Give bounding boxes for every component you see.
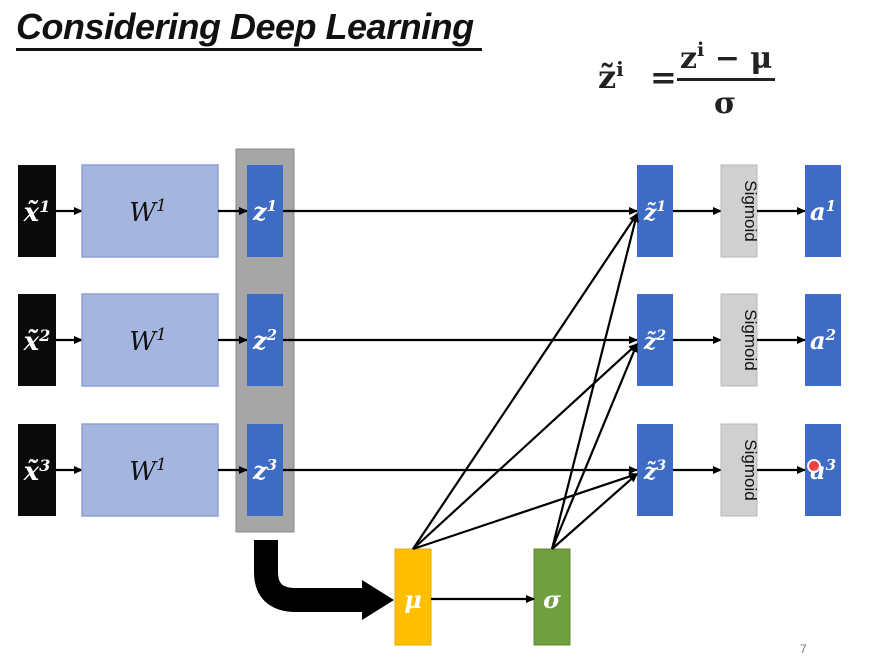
output-node-2: a2 (805, 294, 841, 386)
svg-text:z̃i: z̃i (598, 57, 624, 96)
sigmoid-label-3: Sigmoid (741, 439, 760, 500)
sigma-node: σ (533, 548, 571, 646)
z-node-2: z2 (247, 294, 283, 386)
svg-text:z̃3: z̃3 (643, 458, 667, 485)
svg-text:a1: a1 (810, 197, 836, 226)
slide-title: Considering Deep Learning (16, 6, 474, 47)
svg-text:x̃2: x̃2 (23, 326, 51, 357)
formula-equals: = (650, 58, 677, 96)
sigmoid-label-2: Sigmoid (741, 309, 760, 370)
svg-text:x̃1: x̃1 (23, 197, 51, 228)
row-1: x̃1 W1 z1 z̃1 Sigmoid a1 (18, 164, 841, 258)
formula-lhs: z̃ (598, 58, 616, 96)
formula-num-rest: − μ (704, 41, 772, 76)
z-node-3: z3 (247, 424, 283, 516)
svg-text:zi − μ: zi − μ (680, 39, 772, 76)
znorm-node-2: z̃2 (637, 294, 673, 386)
input-node-1: x̃1 (18, 165, 56, 257)
svg-text:z̃1: z̃1 (643, 199, 666, 226)
input-node-3: x̃3 (18, 424, 56, 516)
svg-text:z2: z2 (252, 326, 277, 355)
input-node-2: x̃2 (18, 294, 56, 386)
sigmoid-box-1: Sigmoid (720, 164, 760, 258)
weight-box-2: W1 (81, 293, 219, 387)
mu-label: μ (404, 585, 422, 614)
sigmoid-box-3: Sigmoid (720, 423, 760, 517)
formula-denominator: σ (714, 86, 736, 121)
output-node-1: a1 (805, 165, 841, 257)
normalization-formula: z̃i = zi − μ σ (598, 39, 775, 121)
curved-arrow-to-mu (254, 540, 394, 620)
weight-box-3: W1 (81, 423, 219, 517)
svg-text:W1: W1 (129, 455, 167, 487)
z-node-1: z1 (247, 165, 283, 257)
znorm-node-1: z̃1 (637, 165, 673, 257)
svg-text:z1: z1 (252, 197, 277, 226)
cursor-dot (807, 459, 821, 473)
page-number: 7 (800, 642, 807, 656)
svg-text:W1: W1 (129, 325, 167, 357)
sigma-label: σ (543, 585, 561, 614)
formula-fraction-bar (677, 78, 775, 81)
weight-box-1: W1 (81, 164, 219, 258)
formula-lhs-sup: i (616, 57, 624, 81)
formula-num-sup: i (697, 39, 704, 61)
svg-text:x̃3: x̃3 (23, 456, 51, 487)
svg-text:z3: z3 (252, 456, 277, 485)
znorm-node-3: z̃3 (637, 424, 673, 516)
row-2: x̃2 W1 z2 z̃2 Sigmoid a2 (18, 293, 841, 387)
mu-node: μ (394, 548, 432, 646)
sigmoid-label-1: Sigmoid (741, 180, 760, 241)
svg-text:z̃2: z̃2 (643, 328, 667, 355)
svg-text:W1: W1 (129, 196, 167, 228)
title-underline (16, 48, 482, 51)
sigmoid-box-2: Sigmoid (720, 293, 760, 387)
svg-text:a2: a2 (810, 326, 836, 355)
mu-sigma-connections (412, 213, 639, 551)
formula-num-base: z (680, 41, 697, 76)
